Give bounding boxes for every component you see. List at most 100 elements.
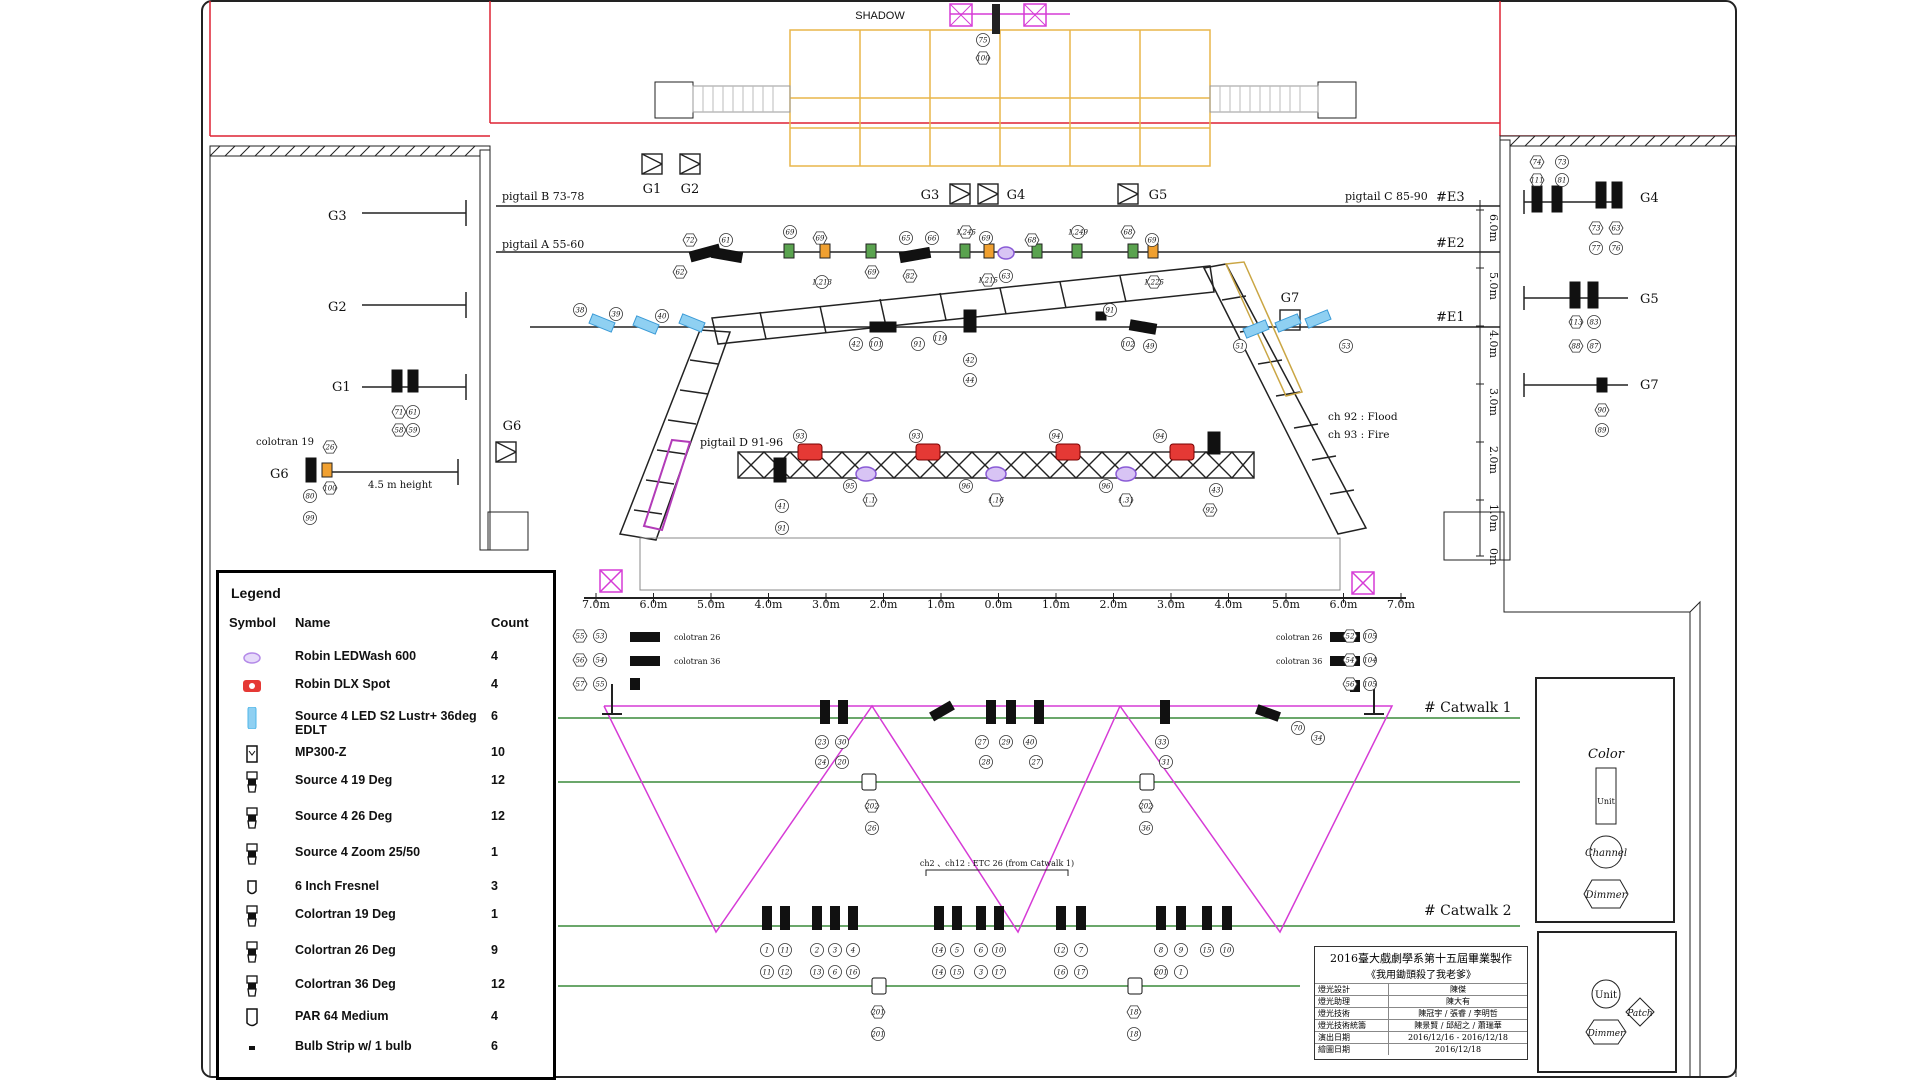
channel-circle (1311, 731, 1325, 745)
vscale-2: 2.0m (1487, 446, 1500, 474)
etc26-note: ch2 、ch12 : ETC 26 (from Catwalk 1) (920, 859, 1074, 876)
pigtail-a-label: pigtail A 55-60 (502, 238, 584, 251)
channel-circle (1155, 735, 1169, 749)
dimmer-hex (870, 1005, 886, 1019)
hscale-label: 4.0m (1215, 598, 1243, 611)
dimmer-number: 1.1 (864, 497, 875, 505)
channel-circle (1174, 943, 1188, 957)
stairs (654, 81, 1357, 119)
channel-number: 80 (306, 493, 315, 501)
channel-number: 70 (1294, 725, 1303, 733)
channel-number: 201 (1153, 969, 1167, 977)
channel-circle (1363, 653, 1377, 667)
channel-number: 23 (817, 739, 827, 747)
dimmer-hex (958, 225, 974, 239)
dimmer-hex (1529, 155, 1545, 169)
channel-circle (815, 275, 829, 289)
channel-number: 3 (979, 969, 984, 977)
channel-number: 16 (1057, 969, 1066, 977)
channel-circle (1595, 423, 1609, 437)
channel-number: 1.213 (812, 279, 833, 287)
channel-number: 27 (977, 739, 987, 747)
dimmer-number: 82 (906, 273, 915, 281)
dimmer-hex (1588, 221, 1604, 235)
g3-label: G3 (328, 209, 347, 224)
channel-number: 15 (953, 969, 962, 977)
legend-item-name: Source 4 LED S2 Lustr+ 36deg EDLT (295, 709, 477, 737)
title-block-value: 陳冠宇 / 張睿 / 李明哲 (1418, 1009, 1498, 1018)
channel-circle (1099, 479, 1113, 493)
g4-box-label: G4 (1007, 188, 1026, 203)
channel-circle (975, 735, 989, 749)
g1-left-label: G1 (332, 380, 351, 395)
channel-circle (999, 269, 1013, 283)
dimmer-hex (1126, 1005, 1142, 1019)
channel-circle (775, 521, 789, 535)
dimmer-number: 201 (870, 1009, 884, 1017)
dimmer-number: 88 (1572, 343, 1581, 351)
channel-number: 94 (1156, 433, 1165, 441)
channel-number: 87 (1590, 343, 1599, 351)
e2-label: #E2 (1436, 236, 1465, 251)
hscale-label: 2.0m (1100, 598, 1128, 611)
legend-item-count: 10 (491, 745, 505, 759)
channel-circle (1143, 339, 1157, 353)
led-wash-icon (241, 647, 263, 669)
channel-number: 36 (1142, 825, 1151, 833)
hscale-label: 4.0m (755, 598, 783, 611)
title-block-value: 2016/12/18 (1434, 1045, 1482, 1054)
channel-circle (1363, 629, 1377, 643)
hscale-label: 2.0m (870, 598, 898, 611)
channel-circle (815, 735, 829, 749)
legend-item-count: 3 (491, 879, 498, 893)
unit-key-label-2: Unit (1595, 990, 1617, 1001)
channel-number: 1 (765, 947, 769, 955)
channel-number: 4 (850, 947, 855, 955)
channel-circle (846, 943, 860, 957)
dimmer-number: 90 (1598, 407, 1607, 415)
channel-number: 69 (982, 235, 991, 243)
channel-circle (1209, 483, 1223, 497)
channel-number: 31 (1162, 759, 1171, 767)
colotran26-right: colotran 26 (1276, 633, 1322, 642)
g4-right-label: G4 (1640, 191, 1659, 206)
upstage-platform (789, 29, 1211, 167)
unit-key-label: Unit (1597, 797, 1615, 806)
channel-circle (1071, 225, 1085, 239)
g2-label: G2 (328, 300, 347, 315)
legend-item-name: Source 4 19 Deg (295, 773, 393, 787)
channel-number: 18 (1130, 1031, 1139, 1039)
channel-circle (609, 307, 623, 321)
channel-number: 12 (781, 969, 790, 977)
channel-number: 1.249 (1068, 229, 1089, 237)
channel-number: 17 (1077, 969, 1086, 977)
par64-icon (241, 1007, 263, 1029)
dimmer-key-label: Dimmer (1585, 890, 1628, 901)
channel-number: 12 (1057, 947, 1066, 955)
legend-item-count: 4 (491, 677, 498, 691)
channel-circle (810, 943, 824, 957)
channel-circle (846, 965, 860, 979)
title-block-value: 2016/12/16 - 2016/12/18 (1407, 1033, 1508, 1042)
legend-item-count: 12 (491, 809, 505, 823)
channel-circle (959, 479, 973, 493)
dimmer-hex (1342, 677, 1358, 691)
hscale-label: 5.0m (697, 598, 725, 611)
legend-item-count: 1 (491, 907, 498, 921)
channel-circle (778, 943, 792, 957)
ch92-note: ch 92 : Flood (1328, 411, 1398, 423)
g5-right-label: G5 (1640, 292, 1659, 307)
title-block-value: 陳大有 (1446, 997, 1470, 1006)
dimmer-hex (572, 629, 588, 643)
channel-circle (909, 429, 923, 443)
channel-circle (303, 511, 317, 525)
channel-number: 59 (409, 427, 418, 435)
channel-number: 26 (867, 825, 877, 833)
channel-number: 69 (786, 229, 795, 237)
hscale-label: 6.0m (640, 598, 668, 611)
channel-circle (843, 479, 857, 493)
